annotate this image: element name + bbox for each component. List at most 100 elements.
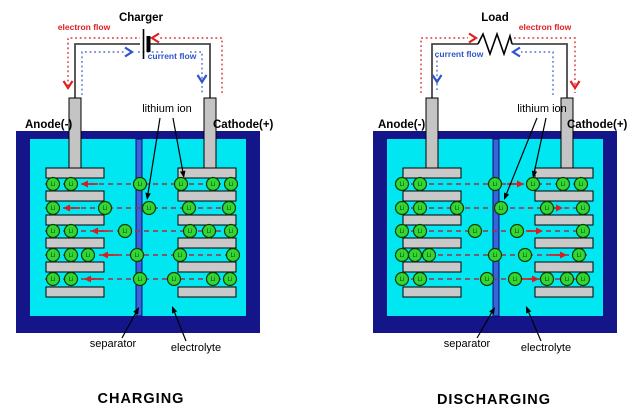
lithium-ion-annotation-arrow (147, 117, 161, 194)
lithium-ion (487, 247, 503, 263)
lithium-ion (173, 176, 189, 192)
anode-terminal-post (425, 97, 439, 171)
lithium-ion (493, 200, 509, 216)
lithium-ion-symbol: Li (51, 229, 56, 235)
lithium-ion (449, 200, 465, 216)
lithium-ion (573, 176, 589, 192)
lithium-ion-annotation-arrow-head (145, 192, 151, 200)
anode-electrode-plate (402, 286, 462, 298)
lithium-ion-symbol: Li (69, 229, 74, 235)
lithium-ion-symbol: Li (581, 277, 586, 283)
discharging-title: DISCHARGING (437, 392, 551, 408)
lithium-ion-symbol: Li (51, 253, 56, 259)
lithium-ion-symbol: Li (69, 253, 74, 259)
anode-electrode-plate (402, 167, 462, 179)
lithium-ion (571, 247, 587, 263)
cathode-electrode-plate (534, 237, 594, 249)
cathode-electrode-plate (534, 167, 594, 179)
lithium-ion-symbol: Li (86, 253, 91, 259)
lithium-ion-symbol: Li (138, 277, 143, 283)
ion-flow-arrow-head (91, 227, 98, 235)
lithium-ion-symbol: Li (187, 206, 192, 212)
lithium-ion-label: lithium ion (517, 103, 567, 115)
electron-flow-path (420, 37, 468, 93)
lithium-ion-symbol: Li (418, 182, 423, 188)
lithium-ion-symbol: Li (178, 253, 183, 259)
lithium-ion (205, 271, 221, 287)
lithium-ion (225, 247, 241, 263)
lithium-ion-symbol: Li (123, 229, 128, 235)
anode-electrode-plate (402, 261, 462, 273)
anode-electrode-plate (45, 261, 105, 273)
lithium-ion-annotation-arrow-head (504, 192, 510, 200)
lithium-ion (412, 176, 428, 192)
electron-flow-path (514, 37, 576, 93)
lithium-ion-symbol: Li (493, 182, 498, 188)
ion-flow-arrow-head (63, 204, 70, 212)
lithium-ion-symbol: Li (531, 182, 536, 188)
lithium-ion-symbol: Li (229, 182, 234, 188)
anode-electrode-plate (402, 190, 462, 202)
current-flow-arrow (431, 74, 443, 85)
current-flow-label: current flow (435, 49, 484, 59)
lithium-ion-symbol: Li (418, 229, 423, 235)
lithium-ion-symbol: Li (485, 277, 490, 283)
lithium-ion (223, 176, 239, 192)
lithium-ion (63, 176, 79, 192)
electrolyte-annotation-arrow (528, 312, 542, 342)
electron-flow-path (67, 37, 140, 86)
lithium-ion-symbol: Li (51, 277, 56, 283)
lithium-ion-symbol: Li (227, 206, 232, 212)
lithium-ion (132, 271, 148, 287)
lithium-ion-symbol: Li (577, 253, 582, 259)
lithium-ion (117, 223, 133, 239)
electrolyte-label: electrolyte (521, 342, 571, 354)
cathode-electrode-plate (534, 214, 594, 226)
lithium-ion-symbol: Li (51, 206, 56, 212)
lithium-ion (412, 271, 428, 287)
anode-electrode-plate (402, 214, 462, 226)
lithium-ion (507, 271, 523, 287)
separator-label: separator (444, 338, 491, 350)
lithium-ion (181, 200, 197, 216)
anode-electrode-plate (45, 190, 105, 202)
current-flow-arrow (510, 46, 521, 58)
cathode-electrode-plate (177, 190, 237, 202)
separator-annotation-arrow-head (489, 307, 495, 315)
cathode-electrode-plate (177, 167, 237, 179)
ion-flow-arrow-head (556, 204, 563, 212)
lithium-ion-annotation-arrow (506, 117, 538, 194)
cathode-terminal-post (203, 97, 217, 171)
lithium-ion (129, 247, 145, 263)
separator-annotation-arrow-head (133, 307, 139, 315)
cathode-electrode-plate (534, 286, 594, 298)
lithium-ion (45, 247, 61, 263)
lithium-ion (141, 200, 157, 216)
lithium-ion-label: lithium ion (142, 103, 192, 115)
anode-terminal-post (68, 97, 82, 171)
lithium-ion-symbol: Li (400, 182, 405, 188)
lithium-ion-symbol: Li (513, 277, 518, 283)
lithium-ion-symbol: Li (69, 277, 74, 283)
electrolyte-label: electrolyte (171, 342, 221, 354)
ion-flow-arrow-head (560, 251, 567, 259)
lithium-ion (80, 247, 96, 263)
electron-flow-path (160, 37, 223, 93)
cathode-label: Cathode(+) (213, 119, 274, 131)
separator-annotation-arrow (476, 312, 493, 339)
current-flow-arrow (124, 46, 135, 58)
lithium-ion (394, 176, 410, 192)
lithium-ion-symbol: Li (493, 253, 498, 259)
lithium-ion (509, 223, 525, 239)
cathode-label: Cathode(+) (567, 119, 628, 131)
lithium-ion (221, 200, 237, 216)
lithium-ion (479, 271, 495, 287)
charging-title: CHARGING (98, 391, 185, 407)
lithium-ion (421, 247, 437, 263)
lithium-ion-symbol: Li (69, 182, 74, 188)
anode-label: Anode(-) (25, 119, 72, 131)
circuit-wire (74, 43, 140, 100)
current-flow-path (521, 51, 554, 95)
cathode-electrode-plate (177, 261, 237, 273)
